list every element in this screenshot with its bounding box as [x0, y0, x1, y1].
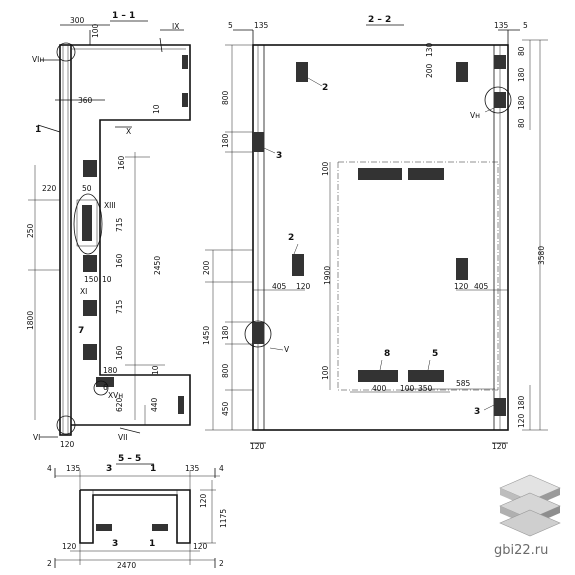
dim-180-a: 180 [221, 133, 230, 148]
dim-1800: 1800 [26, 311, 35, 330]
pos-3-b: 3 [474, 407, 480, 417]
dim-135-c: 135 [66, 464, 81, 473]
mark-XVH: XVн [108, 391, 123, 400]
dim-200-b: 200 [425, 63, 434, 78]
dim-120-left: 120 [60, 440, 75, 449]
dim-135-b: 135 [494, 21, 509, 30]
dim-10b: 10 [102, 275, 112, 284]
pos-5-a: 5 [228, 21, 233, 30]
dim-2470: 2470 [117, 561, 136, 570]
dim-450: 450 [221, 401, 230, 416]
dim-120-b: 120 [454, 282, 469, 291]
logo-icon [499, 474, 561, 537]
section-5-5: 5 – 5 4 135 3 1 135 4 120 1175 3 1 120 [47, 454, 228, 570]
pos-8: 8 [384, 349, 390, 359]
dim-180-f: 180 [517, 395, 526, 410]
pos-6: 6 [103, 383, 108, 392]
pos-1: 1 [35, 125, 41, 135]
pos-7: 7 [78, 326, 84, 336]
pos-2-a: 2 [322, 83, 328, 93]
dim-80-a: 80 [517, 46, 526, 56]
dim-120-d: 120 [492, 442, 507, 451]
dim-160b: 160 [115, 253, 124, 268]
mark-XIII: XIII [104, 201, 116, 210]
mark-IX: IX [172, 22, 179, 31]
mark-VIH: VIн [32, 55, 44, 64]
dim-1900: 1900 [323, 266, 332, 285]
dim-440: 440 [150, 397, 159, 412]
dim-620: 620 [115, 397, 124, 412]
dim-10c: 10 [151, 365, 160, 375]
dim-360: 360 [78, 96, 93, 105]
dim-400: 400 [372, 384, 387, 393]
pos-1-b: 1 [149, 539, 155, 549]
dim-120-c: 120 [250, 442, 265, 451]
mark-VI: VI [33, 433, 40, 442]
mark-XI: XI [80, 287, 87, 296]
dim-120-f: 120 [199, 493, 208, 508]
dim-135-a: 135 [254, 21, 269, 30]
dim-150: 150 [84, 275, 99, 284]
pos-3-c: 3 [106, 464, 112, 474]
dim-50: 50 [82, 184, 92, 193]
dim-10a: 10 [152, 104, 161, 114]
dim-250: 250 [26, 223, 35, 238]
dim-80-b: 80 [517, 118, 526, 128]
dim-135-d: 135 [185, 464, 200, 473]
dim-2450: 2450 [153, 256, 162, 275]
dim-180-c: 180 [517, 67, 526, 82]
pos-2-c: 2 [47, 559, 52, 568]
dim-405-a: 405 [272, 282, 287, 291]
pos-4-a: 4 [47, 464, 52, 473]
section-2-2-title: 2 – 2 [368, 15, 391, 25]
pos-5-c: 5 [432, 349, 438, 359]
mark-VH: Vн [470, 111, 480, 120]
dim-715b: 715 [115, 299, 124, 314]
section-2-2: 2 – 2 [202, 15, 548, 451]
dim-180-d: 180 [517, 95, 526, 110]
dim-160c: 160 [115, 345, 124, 360]
dim-180-e: 180 [221, 325, 230, 340]
mark-VII: VII [118, 433, 128, 442]
dim-715a: 715 [115, 217, 124, 232]
dim-100-a: 100 [321, 161, 330, 176]
dim-120-e: 120 [517, 413, 526, 428]
pos-4-b: 4 [219, 464, 224, 473]
dim-100-b: 100 [321, 365, 330, 380]
dim-3580: 3580 [537, 246, 546, 265]
dim-120-a: 120 [296, 282, 311, 291]
mark-X: X [126, 127, 131, 136]
dim-100: 100 [91, 23, 100, 38]
dim-405-b: 405 [474, 282, 489, 291]
dim-180: 180 [103, 366, 118, 375]
pos-5-b: 5 [523, 21, 528, 30]
dim-585: 585 [456, 379, 471, 388]
watermark-text: gbi22.ru [494, 543, 549, 558]
dim-120-g: 120 [62, 542, 77, 551]
pos-2-b: 2 [288, 233, 294, 243]
dim-800-a: 800 [221, 90, 230, 105]
dim-160a: 160 [117, 155, 126, 170]
dim-100-c: 100 [400, 384, 415, 393]
dim-1450: 1450 [202, 326, 211, 345]
section-1-1: 1 – 1 [26, 11, 191, 449]
dim-120-h: 120 [193, 542, 208, 551]
dim-200-a: 200 [202, 260, 211, 275]
dim-350: 350 [418, 384, 433, 393]
dim-220: 220 [42, 184, 57, 193]
pos-1-a: 1 [150, 464, 156, 474]
dim-130: 130 [425, 42, 434, 57]
pos-2-d: 2 [219, 559, 224, 568]
section-5-5-title: 5 – 5 [118, 454, 141, 464]
dim-300: 300 [70, 16, 85, 25]
dim-1175: 1175 [219, 509, 228, 528]
dim-800-b: 800 [221, 363, 230, 378]
pos-3-a: 3 [276, 151, 282, 161]
section-1-1-title: 1 – 1 [112, 11, 135, 21]
mark-V: V [284, 345, 290, 354]
pos-3-d: 3 [112, 539, 118, 549]
